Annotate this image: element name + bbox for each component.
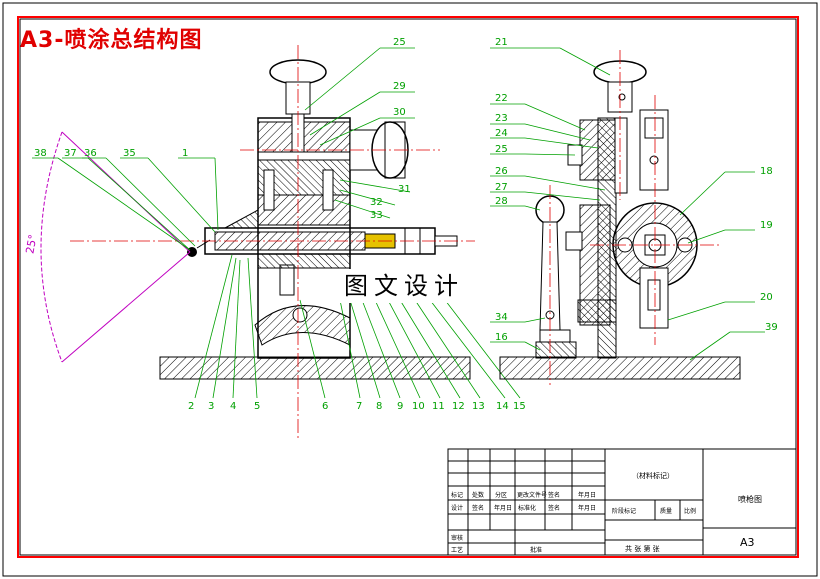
callouts-top: [304, 47, 415, 146]
callout-19: 19: [760, 220, 773, 231]
callout-3: 3: [208, 401, 214, 412]
callout-39: 39: [765, 322, 778, 333]
callout-20: 20: [760, 292, 773, 303]
callout-7: 7: [356, 401, 362, 412]
callout-34: 34: [495, 312, 508, 323]
callouts-left: [32, 157, 219, 251]
angle-label: 25°: [23, 233, 39, 254]
callout-36: 36: [84, 148, 97, 159]
callout-15: 15: [513, 401, 526, 412]
callout-16: 16: [495, 332, 508, 343]
tb-row2-c5: 签名: [548, 504, 560, 512]
inner-border: [17, 16, 799, 558]
callouts-side: [490, 47, 765, 361]
callout-22: 22: [495, 93, 508, 104]
front-centerlines: [70, 45, 475, 440]
callout-2: 2: [188, 401, 194, 412]
callout-23: 23: [495, 113, 508, 124]
callout-31: 31: [398, 184, 411, 195]
tb-row1-c3: 分区: [495, 491, 507, 499]
callout-10: 10: [412, 401, 425, 412]
callout-33: 33: [370, 210, 383, 221]
callout-12: 12: [452, 401, 465, 412]
callouts-mid-right: [334, 179, 411, 219]
callout-21: 21: [495, 37, 508, 48]
drawing-name: 喷枪图: [738, 494, 762, 504]
tb-row2-c4: 标准化: [518, 504, 536, 512]
material-label: （材料标记）: [632, 471, 674, 480]
tb-row2-c1: 设计: [451, 504, 463, 512]
tb-weight: 质量: [660, 507, 672, 515]
tb-scale: 比例: [684, 507, 696, 515]
tb-row1-c2: 处数: [472, 491, 484, 499]
sheet-size: A3: [740, 536, 755, 549]
callout-4: 4: [230, 401, 236, 412]
callout-25-side: 25: [495, 144, 508, 155]
callout-6: 6: [322, 401, 328, 412]
title-block: [447, 448, 797, 556]
tb-sheet-count: 共 张 第 张: [625, 544, 660, 553]
tb-row1-c1: 标记: [451, 491, 463, 499]
tb-row2-c6: 年月日: [578, 504, 596, 512]
side-centerlines: [549, 50, 720, 385]
tb-row2-c3: 年月日: [494, 504, 512, 512]
callout-38: 38: [34, 148, 47, 159]
callout-37: 37: [64, 148, 77, 159]
callout-8: 8: [376, 401, 382, 412]
callout-1: 1: [182, 148, 188, 159]
tb-row2-c2: 签名: [472, 504, 484, 512]
tb-stage-mark: 阶段标记: [612, 507, 636, 515]
callout-25: 25: [393, 37, 406, 48]
tb-row1-c4: 更改文件号: [517, 491, 547, 499]
tb-row1-c6: 年月日: [578, 491, 596, 499]
callout-27: 27: [495, 182, 508, 193]
callout-28: 28: [495, 196, 508, 207]
callout-18: 18: [760, 166, 773, 177]
callouts-bottom: [194, 254, 521, 399]
angle-dimension: [40, 131, 191, 363]
callout-5: 5: [254, 401, 260, 412]
tb-row1-c5: 签名: [548, 491, 560, 499]
callout-32: 32: [370, 197, 383, 208]
callout-29: 29: [393, 81, 406, 92]
callout-26: 26: [495, 166, 508, 177]
callout-13: 13: [472, 401, 485, 412]
tb-review: 审核: [451, 534, 463, 542]
callout-14: 14: [496, 401, 509, 412]
callout-35: 35: [123, 148, 136, 159]
page-title: A3-喷涂总结构图: [20, 28, 203, 53]
callout-30: 30: [393, 107, 406, 118]
front-view: [159, 59, 471, 380]
tb-approve: 批准: [530, 546, 542, 554]
callout-11: 11: [432, 401, 445, 412]
tb-process: 工艺: [451, 546, 463, 554]
inner-border-black: [19, 18, 797, 556]
watermark: 图文设计: [318, 269, 490, 303]
callout-24: 24: [495, 128, 508, 139]
callout-9: 9: [397, 401, 403, 412]
